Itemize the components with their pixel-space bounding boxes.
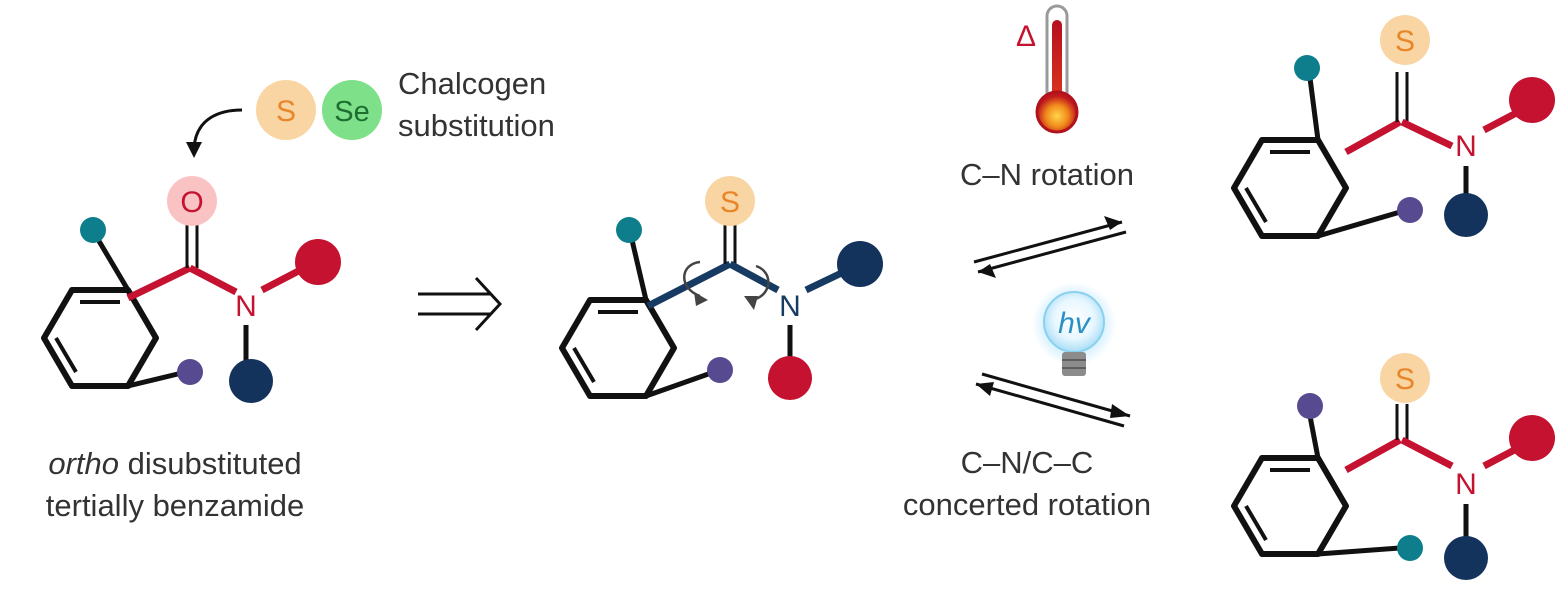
photo-rotation-label-line2: concerted rotation — [903, 487, 1151, 522]
purple-substituent — [177, 359, 203, 385]
reactant-benzamide: O N — [41, 176, 341, 403]
aryl-carbonyl-bond — [126, 264, 192, 302]
red-substituent — [1509, 77, 1555, 123]
substitution-label: substitution — [398, 108, 555, 143]
chalcogen-label: Chalcogen — [398, 66, 546, 101]
sulfur-highlight — [705, 176, 755, 226]
light-symbol: hv — [1058, 307, 1092, 340]
product-photochemical: S N — [1231, 353, 1555, 580]
aromatic-inner-bond — [54, 336, 78, 374]
nitrogen-atom: N — [235, 290, 257, 323]
thermometer-icon: Δ — [1016, 4, 1079, 134]
sulfur-atom: S — [1395, 25, 1415, 58]
lightbulb-icon: hv — [1032, 282, 1116, 376]
aryl-thiocarbonyl-bond — [646, 260, 732, 310]
reactant-caption-line1: ortho disubstituted — [48, 446, 301, 481]
sulfur-atom: S — [720, 186, 740, 219]
photo-rotation-label-line1: C–N/C–C — [961, 445, 1094, 480]
equilibrium-arrow-icon — [975, 372, 1131, 428]
navy-substituent — [229, 359, 273, 403]
selenium-circle — [322, 80, 382, 140]
red-substituent — [768, 356, 812, 400]
nitrogen-atom: N — [1455, 468, 1477, 501]
teal-substituent — [1397, 535, 1423, 561]
ortho-bond-bottom — [127, 369, 187, 389]
purple-substituent — [1397, 197, 1423, 223]
thermal-rotation-label: C–N rotation — [960, 157, 1134, 192]
benzene-ring — [559, 297, 677, 399]
reactant-caption-line2: tertially benzamide — [46, 488, 304, 523]
sulfur-circle — [256, 80, 316, 140]
retrosynthesis-arrow-icon — [418, 276, 503, 332]
teal-substituent — [616, 217, 642, 243]
navy-substituent — [837, 241, 883, 287]
nitrogen-atom: N — [1455, 130, 1477, 163]
navy-substituent — [1444, 193, 1488, 237]
selenium-atom: Se — [334, 96, 369, 128]
carbonyl-nitrogen-bond — [188, 264, 238, 296]
teal-substituent — [80, 217, 106, 243]
sulfur-atom: S — [1395, 363, 1415, 396]
nitrogen-atom: N — [779, 290, 801, 323]
product-thermal: S N — [1231, 15, 1555, 239]
sulfur-highlight — [1380, 15, 1430, 65]
heat-symbol: Δ — [1016, 20, 1036, 53]
curved-arrow-icon — [192, 108, 243, 149]
oxygen-atom: O — [180, 186, 203, 219]
sulfur-atom: S — [276, 95, 296, 128]
purple-substituent — [707, 357, 733, 383]
navy-substituent — [1444, 536, 1488, 580]
chalcogen-substitution: S Se Chalcogen substitution — [186, 66, 555, 158]
red-substituent — [295, 239, 341, 285]
sulfur-highlight — [1380, 353, 1430, 403]
teal-substituent — [1294, 55, 1320, 81]
ortho-bond-top — [93, 234, 131, 292]
thioamide-intermediate: S N — [559, 176, 883, 400]
purple-substituent — [1297, 393, 1323, 419]
benzene-ring — [41, 287, 159, 389]
red-substituent — [1509, 415, 1555, 461]
oxygen-highlight — [167, 176, 217, 226]
equilibrium-arrow-icon — [973, 216, 1127, 278]
